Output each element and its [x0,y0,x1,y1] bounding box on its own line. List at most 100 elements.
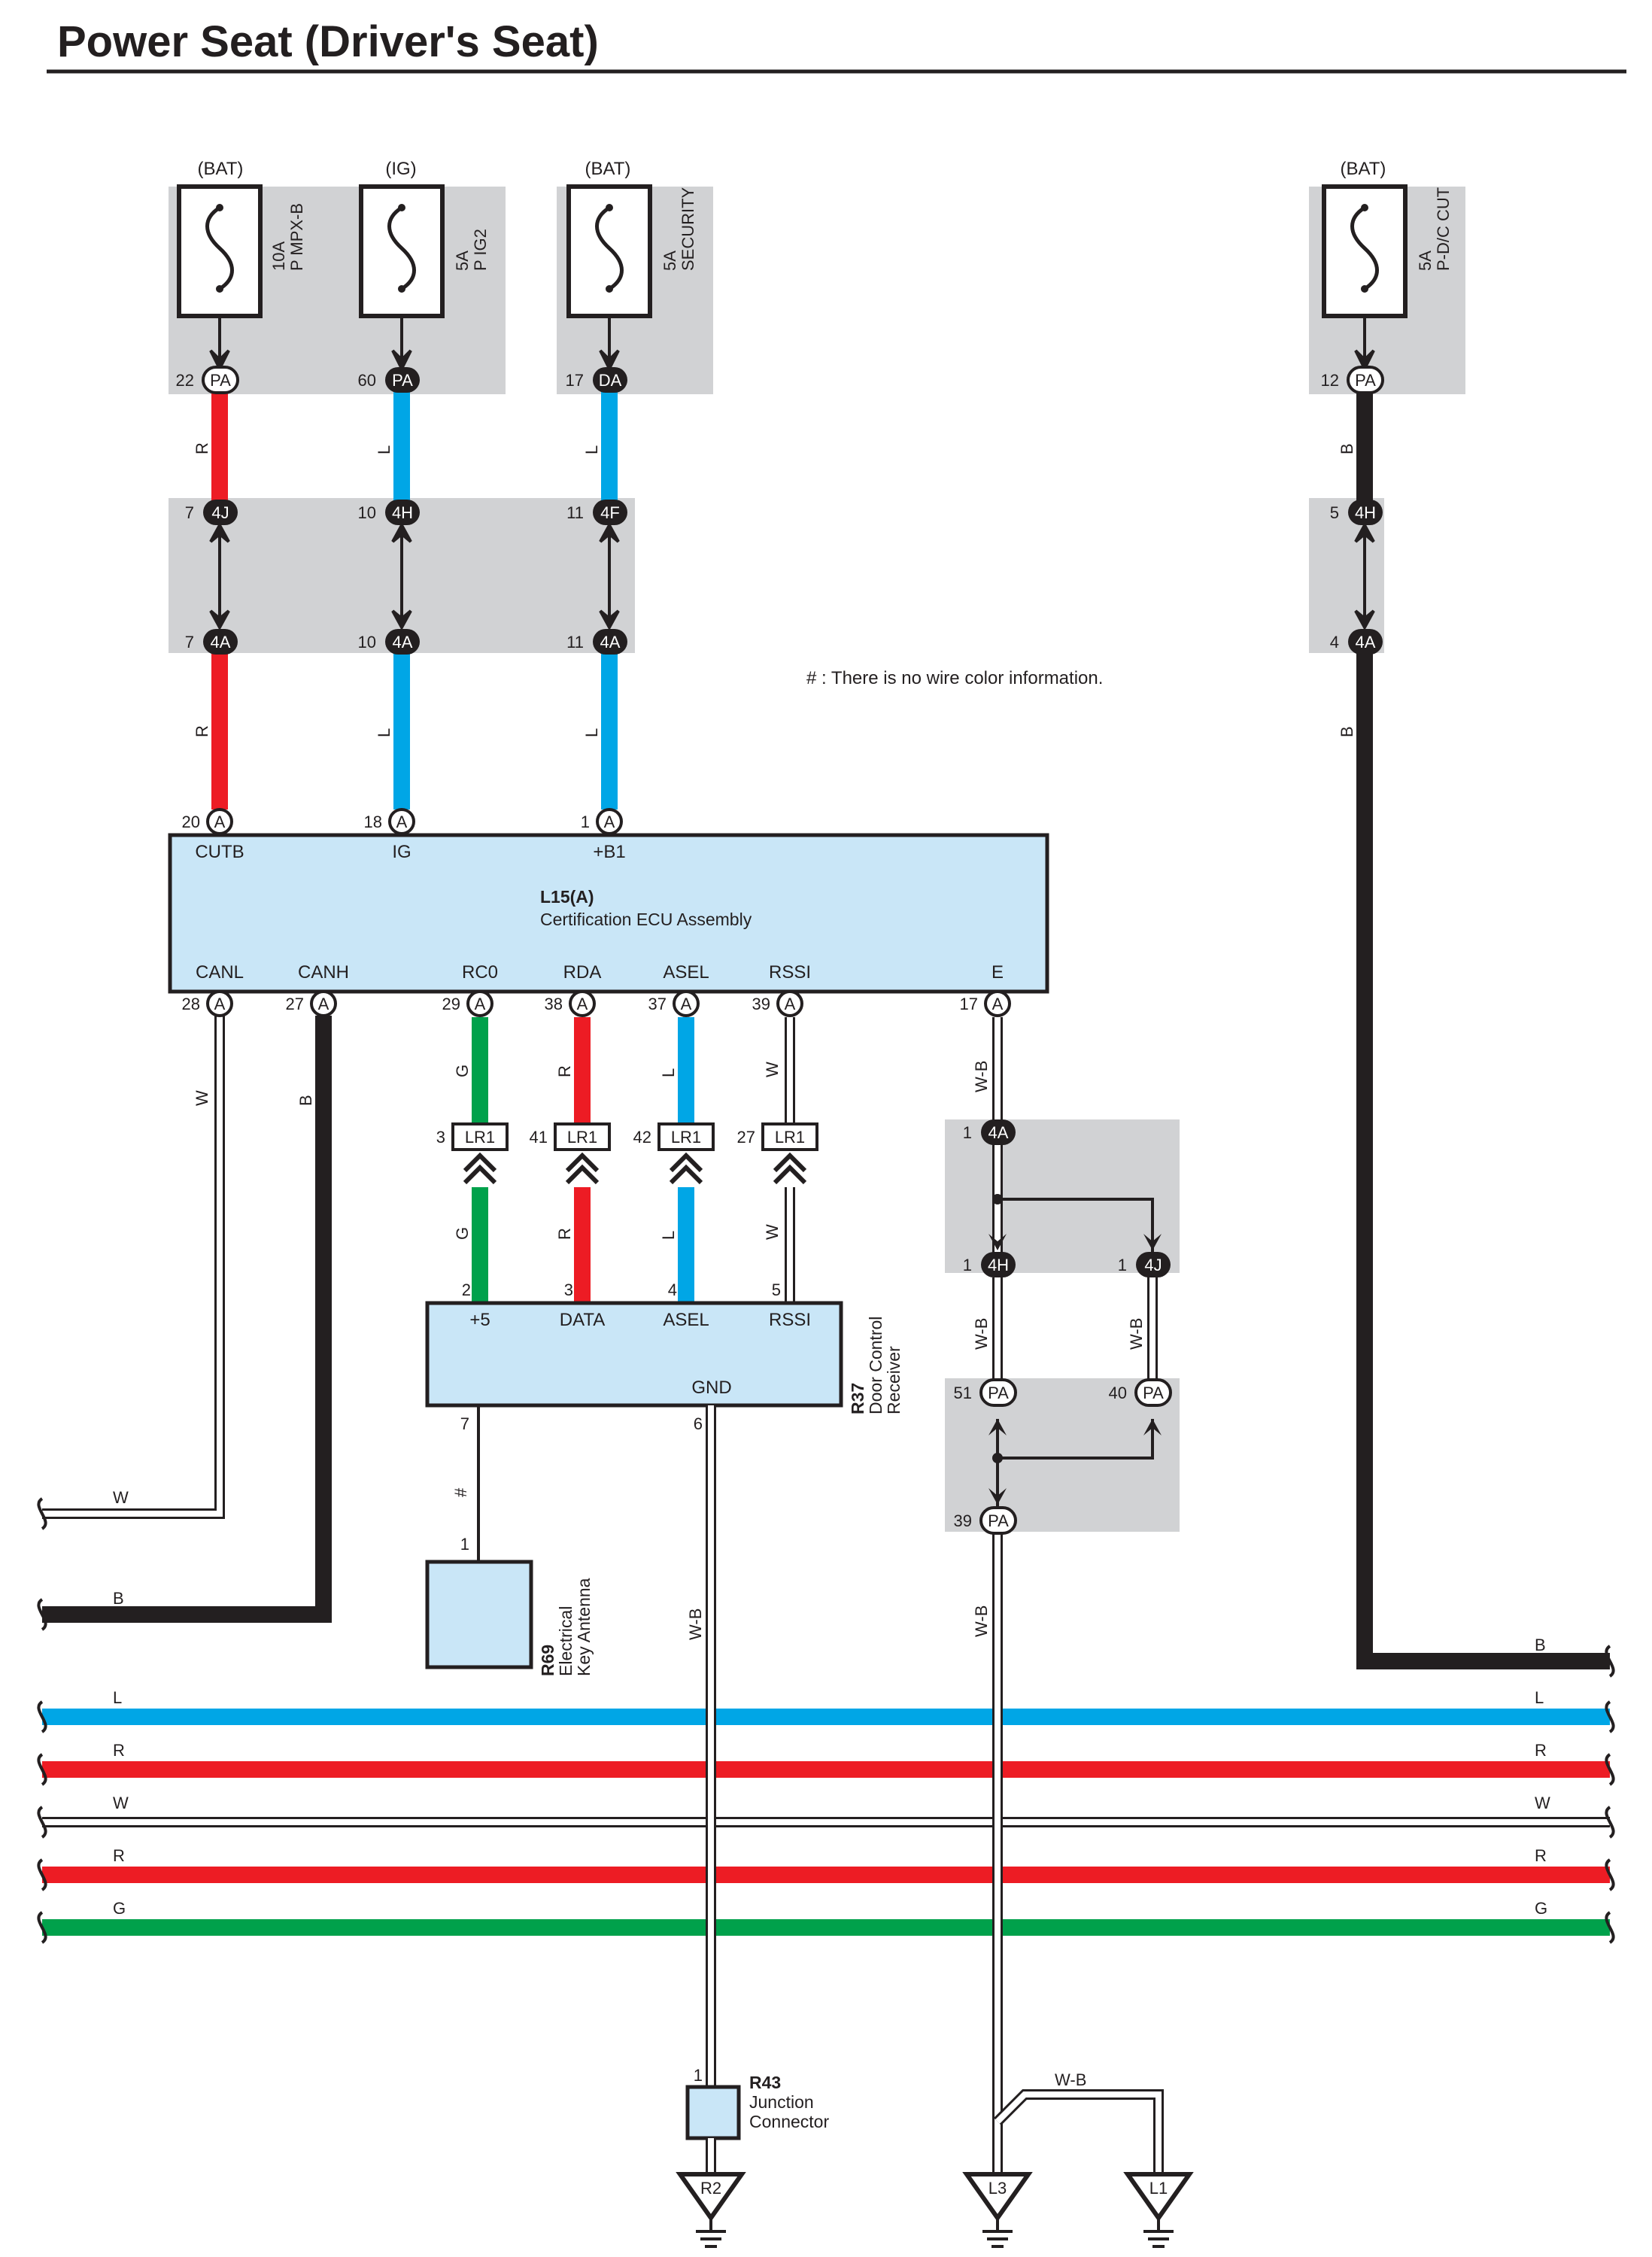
fuse-4-rating: 5A [1416,251,1435,271]
fuse-1-name: P MPX-B [287,203,306,271]
ground-r2-label: R2 [700,2179,721,2198]
j1-2-conn: 4H [392,503,413,522]
note-text: # : There is no wire color information. [806,668,1103,688]
r43-line1: Junction [749,2092,814,2112]
receiver-name-2: Receiver [884,1346,903,1414]
wl-rda-b: R [555,1228,574,1240]
fuse-2-conn: PA [392,371,413,390]
ecu-bot-5-conn: A [681,995,692,1013]
rcv-gnd-label: GND [691,1378,731,1398]
fuse-connectors: PA 22 PA 60 DA 17 PA 12 [176,366,1384,394]
bus-wire-break-1-0 [37,1753,47,1786]
ecu-bottom-pins: A 28 A 27 A 29 A 38 A 37 A 39 A 17 [182,990,1011,1017]
ecu-bot-7-conn: A [992,995,1004,1013]
antenna-wire-label: # [451,1487,470,1497]
bus-wire-break-3-1 [1605,1858,1615,1891]
rcv-label-1: +5 [469,1310,490,1330]
bus-wire-break-0-0 [37,1700,47,1733]
ground-l3: L3 [962,2172,1033,2248]
ecu-bot-6-conn: A [785,995,796,1013]
fuse-3-pin: 17 [566,371,584,390]
fuse-2-name: P IG2 [471,229,490,271]
bus-wire-label-4-1: G [1535,1899,1547,1918]
ground-l3-label: L3 [988,2179,1007,2198]
lower-wires [42,1016,1003,1623]
j2-3-pin: 11 [566,633,584,652]
rcv-label-4: RSSI [769,1310,811,1330]
ecu-bot-4-label: RDA [563,962,602,983]
wire-label-4b: B [1338,726,1356,737]
fuse-1-source: (BAT) [198,159,244,179]
j1-1-pin: 7 [185,503,194,522]
ecu-top-2-pin: 18 [364,813,382,831]
r43-pin: 1 [694,2066,703,2085]
crossing-wire-inner-1 [995,1693,1001,1964]
wire-label-4a: B [1338,443,1356,454]
junction-row-2: 4A 7 4A 10 4A 11 4A 4 [185,629,1383,655]
bus-wire-break-1-1 [1605,1753,1615,1786]
gt-j1-conn: 4A [988,1123,1009,1142]
j1-2-pin: 10 [358,503,376,522]
lr1-1-conn: LR1 [465,1128,495,1147]
gt-p2-conn: PA [1143,1384,1164,1402]
ecu-bot-1-pin: 28 [182,995,200,1013]
j2-2-pin: 10 [358,633,376,652]
ecu-top-1-pin: 20 [182,813,200,831]
lr1-connectors: LR1 3 LR1 41 LR1 42 LR1 27 [436,1122,818,1151]
fuse-1-rating: 10A [269,241,288,271]
fuse-3-source: (BAT) [585,159,631,179]
gt-p1-pin: 51 [954,1384,972,1402]
bus-wire-label-3-0: R [113,1846,125,1865]
gt-wl-left: W-B [972,1318,991,1350]
r43-line2: Connector [749,2112,829,2131]
wire-label-1a: R [193,442,211,454]
wire-label-1b: R [193,725,211,737]
wire-label-2a: L [375,445,393,454]
j2-1-pin: 7 [185,633,194,652]
ecu-bot-3-conn: A [475,995,486,1013]
lr1-3-pin: 42 [633,1128,651,1147]
wl-asel-b: L [659,1231,678,1240]
bus-wire-label-2-1: W [1535,1794,1550,1812]
rcv-ant-pin: 7 [460,1414,469,1433]
ecu-bot-1-label: CANL [196,962,244,983]
ecu-top-2-label: IG [392,842,411,862]
bus-wire-break-0-1 [1605,1700,1615,1733]
ecu-bot-1-conn: A [214,995,226,1013]
ecu-code: L15(A) [540,887,594,907]
gt-wl-l1: W-B [1055,2070,1086,2089]
crossing-wire-inner-0 [708,1693,714,1964]
lr1-2-pin: 41 [530,1128,548,1147]
ground-tree-labels: W-B W-B W-B W-B [972,1318,1146,2089]
wl-canh: B [296,1095,315,1106]
wl-canl: W [193,1090,211,1106]
gt-j2-pin: 1 [963,1256,972,1274]
ecu-top-1-conn: A [214,813,226,831]
page-title: Power Seat (Driver's Seat) [57,17,599,66]
lr1-2-conn: LR1 [567,1128,597,1147]
bus-wire-label-3-1: R [1535,1846,1547,1865]
fuse-4-pin: 12 [1321,371,1339,390]
wl-e: W-B [972,1061,991,1092]
antenna-pin: 1 [460,1535,469,1554]
left-exit-w: W [113,1488,129,1507]
j2-4-pin: 4 [1330,633,1339,652]
gt-j3-pin: 1 [1118,1256,1127,1274]
rcv-label-2: DATA [560,1310,605,1330]
fuse-3-name: SECURITY [679,187,697,271]
bus-wire-break-4-1 [1605,1911,1615,1944]
ecu-bot-5-label: ASEL [663,962,709,983]
right-exit: B [1535,1636,1615,1678]
wl-asel-a: L [659,1068,678,1077]
receiver-gnd-wire-label: W-B [686,1608,705,1640]
rcv-label-3: ASEL [663,1310,709,1330]
fuse-1-conn: PA [210,371,231,390]
right-exit-b: B [1535,1636,1546,1654]
wire-label-3a: L [582,445,601,454]
ecu-top-2-conn: A [396,813,408,831]
r43-box [685,2085,741,2140]
gt-p3-conn: PA [988,1511,1009,1530]
j2-2-conn: 4A [393,633,413,652]
